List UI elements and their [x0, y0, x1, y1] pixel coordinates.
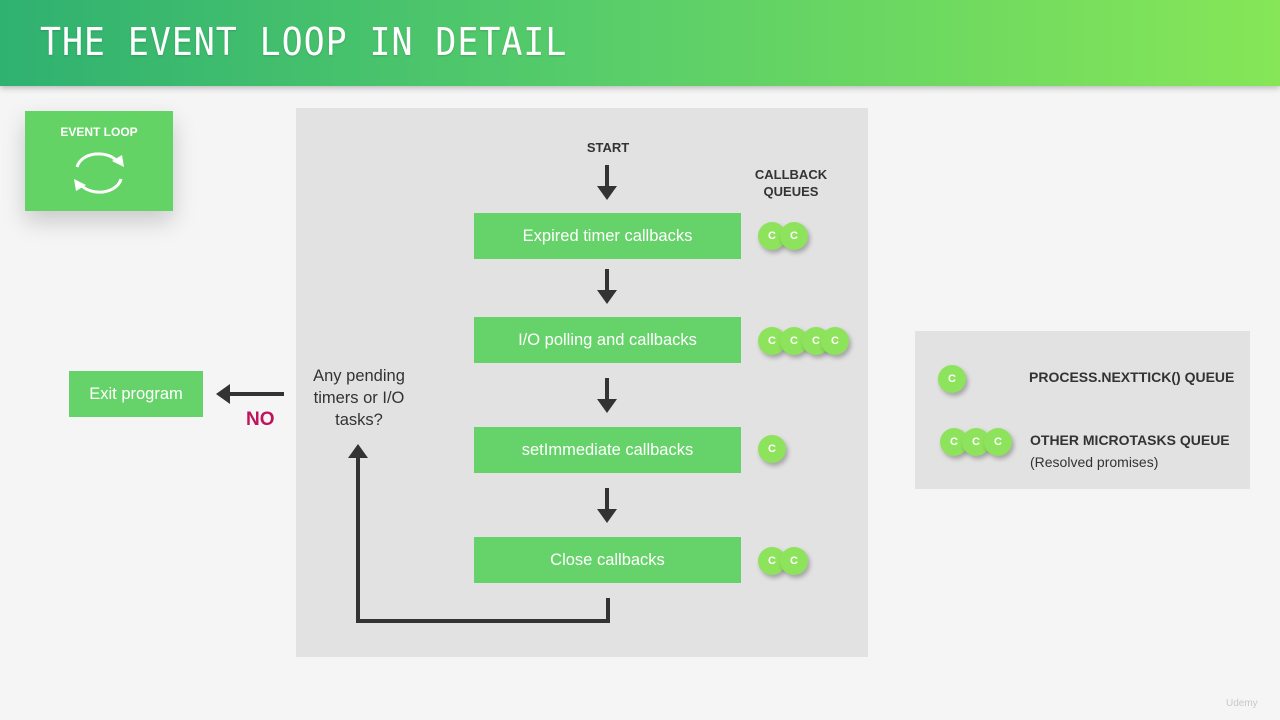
arrow-to-exit-head: [216, 384, 230, 404]
question-line2: timers or I/O: [313, 389, 405, 407]
event-loop-card: EVENT LOOP: [25, 111, 173, 211]
nexttick-circle: C: [938, 365, 966, 393]
microtasks-queue-label: OTHER MICROTASKS QUEUE: [1030, 432, 1230, 448]
arrow-io-to-immediate-head: [597, 399, 617, 413]
arrow-immediate-to-close-head: [597, 509, 617, 523]
page-title: THE EVENT LOOP IN DETAIL: [40, 20, 568, 64]
udemy-watermark: Udemy: [1226, 698, 1258, 709]
arrow-timers-to-io-head: [597, 290, 617, 304]
pending-tasks-question: Any pending timers or I/O tasks?: [300, 365, 418, 431]
callback-circle: C: [758, 327, 786, 355]
callback-circle: C: [758, 435, 786, 463]
callback-queues-label: CALLBACK QUEUES: [742, 166, 840, 200]
microtask-legend: [915, 331, 1250, 489]
arrow-start-to-timers-head: [597, 186, 617, 200]
callback-circle: C: [780, 222, 808, 250]
step-expired-timer-callbacks: Expired timer callbacks: [474, 213, 741, 259]
callback-queues-label-line2: QUEUES: [763, 184, 819, 199]
microtasks-queue-sublabel: (Resolved promises): [1030, 454, 1159, 470]
microtask-circle: C: [984, 428, 1012, 456]
question-line1: Any pending: [313, 367, 405, 385]
callback-queues-label-line1: CALLBACK: [754, 167, 828, 182]
callback-circle: C: [821, 327, 849, 355]
start-label: START: [586, 140, 630, 155]
question-line3: tasks?: [335, 411, 383, 429]
step-io-polling-callbacks: I/O polling and callbacks: [474, 317, 741, 363]
nexttick-queue-label: PROCESS.NEXTTICK() QUEUE: [1029, 369, 1235, 385]
step-close-callbacks: Close callbacks: [474, 537, 741, 583]
exit-program-box: Exit program: [69, 371, 203, 417]
callback-circle: C: [780, 547, 808, 575]
header-bar: THE EVENT LOOP IN DETAIL: [0, 0, 1280, 86]
refresh-cycle-icon: [74, 152, 124, 194]
event-loop-label: EVENT LOOP: [60, 125, 138, 139]
step-setimmediate-callbacks: setImmediate callbacks: [474, 427, 741, 473]
loop-back-arrow-head: [348, 444, 368, 458]
loop-back-line: [356, 456, 610, 623]
no-label: NO: [246, 409, 275, 430]
